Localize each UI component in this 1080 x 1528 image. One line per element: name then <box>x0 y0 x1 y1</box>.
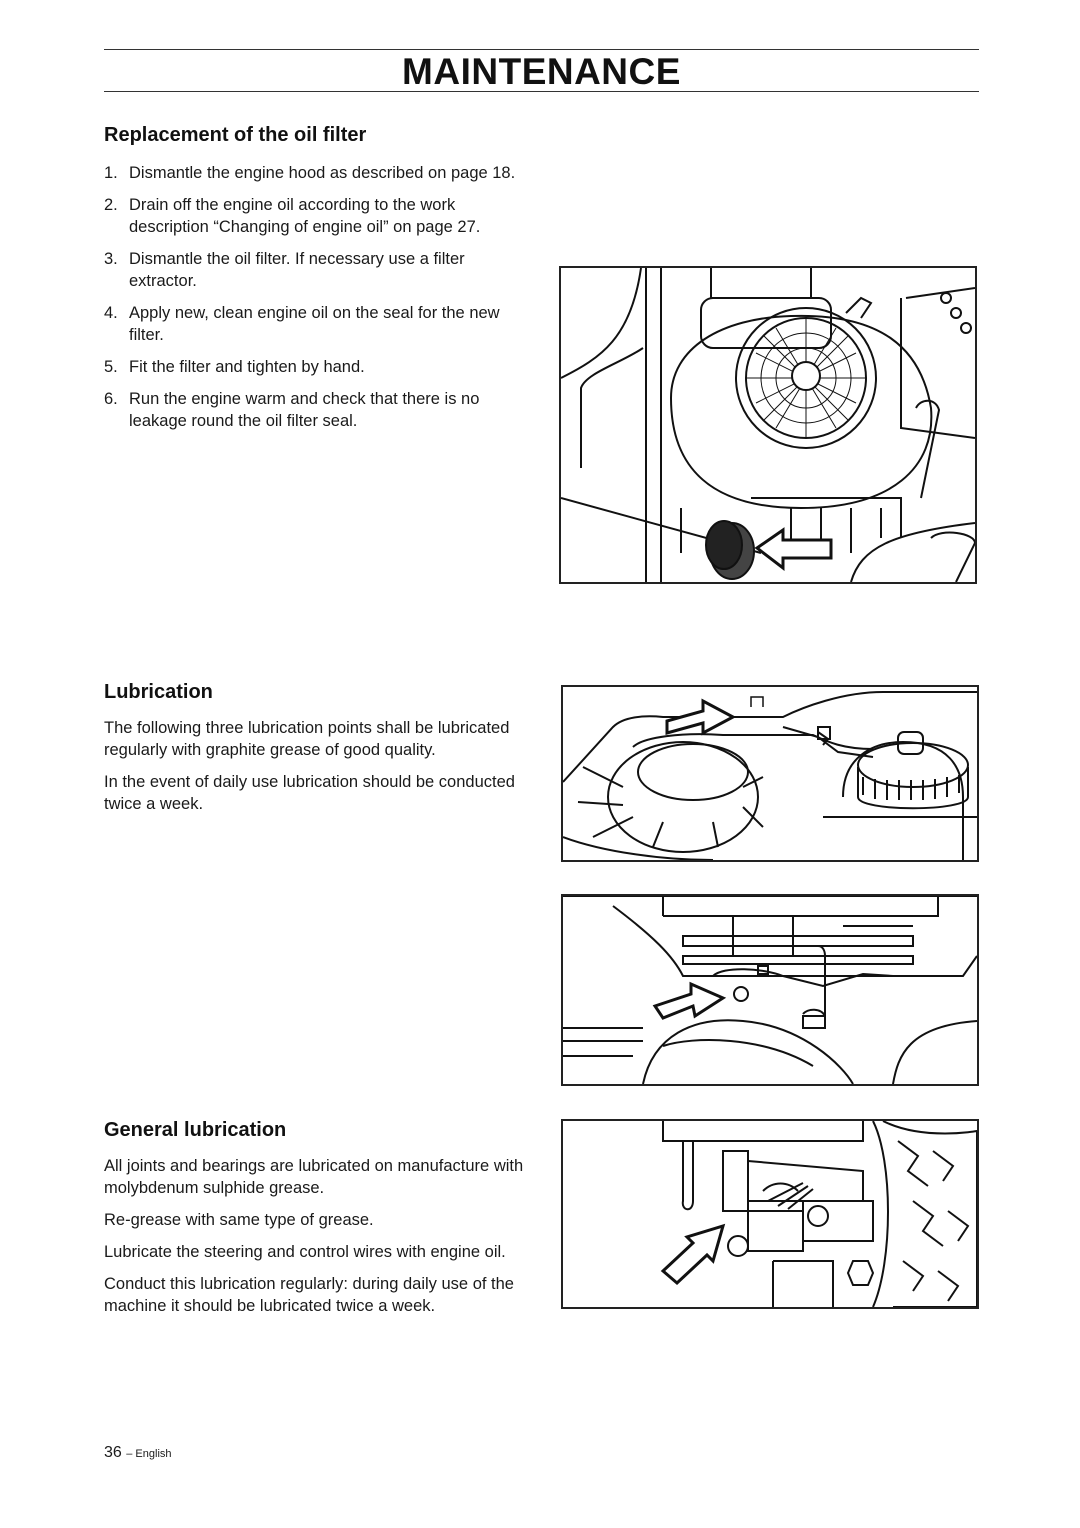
step-number: 3. <box>104 250 118 268</box>
lubrication-text: The following three lubrication points s… <box>104 717 524 825</box>
oil-filter-heading: Replacement of the oil filter <box>104 124 367 146</box>
step-text: Dismantle the oil filter. If necessary u… <box>129 250 465 290</box>
footer-language: – English <box>126 1448 172 1460</box>
step-text: Fit the filter and tighten by hand. <box>129 358 365 376</box>
paragraph: Lubricate the steering and control wires… <box>104 1243 506 1261</box>
title-underline <box>104 91 979 92</box>
paragraph: Conduct this lubrication regularly: duri… <box>104 1275 514 1315</box>
page-title: MAINTENANCE <box>402 51 681 92</box>
list-item: 5. Fit the filter and tighten by hand. <box>104 356 524 378</box>
step-number: 1. <box>104 164 118 182</box>
lubrication-point-illustration-1 <box>561 685 979 862</box>
step-text: Drain off the engine oil according to th… <box>129 196 481 236</box>
oil-filter-steps: 1. Dismantle the engine hood as described… <box>104 162 524 442</box>
general-lubrication-illustration <box>561 1119 979 1309</box>
step-text: Run the engine warm and check that there… <box>129 390 480 430</box>
paragraph: In the event of daily use lubrication sh… <box>104 773 515 813</box>
page-footer: 36 – English <box>104 1444 172 1462</box>
step-text: Apply new, clean engine oil on the seal … <box>129 304 500 344</box>
list-item: 3. Dismantle the oil filter. If necessary… <box>104 248 524 292</box>
paragraph: The following three lubrication points s… <box>104 719 510 759</box>
list-item: 1. Dismantle the engine hood as described… <box>104 162 524 184</box>
step-number: 2. <box>104 196 118 214</box>
step-text: Dismantle the engine hood as described o… <box>129 164 516 182</box>
oil-filter-illustration <box>559 266 977 584</box>
general-lubrication-heading: General lubrication <box>104 1119 287 1141</box>
top-rule <box>104 49 979 50</box>
paragraph: Re-grease with same type of grease. <box>104 1211 374 1229</box>
step-number: 4. <box>104 304 118 322</box>
list-item: 4. Apply new, clean engine oil on the sea… <box>104 302 524 346</box>
paragraph: All joints and bearings are lubricated o… <box>104 1157 524 1197</box>
page-number: 36 <box>104 1444 122 1461</box>
list-item: 2. Drain off the engine oil according to … <box>104 194 524 238</box>
step-number: 5. <box>104 358 118 376</box>
lubrication-point-illustration-2 <box>561 894 979 1086</box>
general-lubrication-text: All joints and bearings are lubricated o… <box>104 1155 524 1327</box>
list-item: 6. Run the engine warm and check that the… <box>104 388 524 432</box>
lubrication-heading: Lubrication <box>104 681 213 703</box>
step-number: 6. <box>104 390 118 408</box>
